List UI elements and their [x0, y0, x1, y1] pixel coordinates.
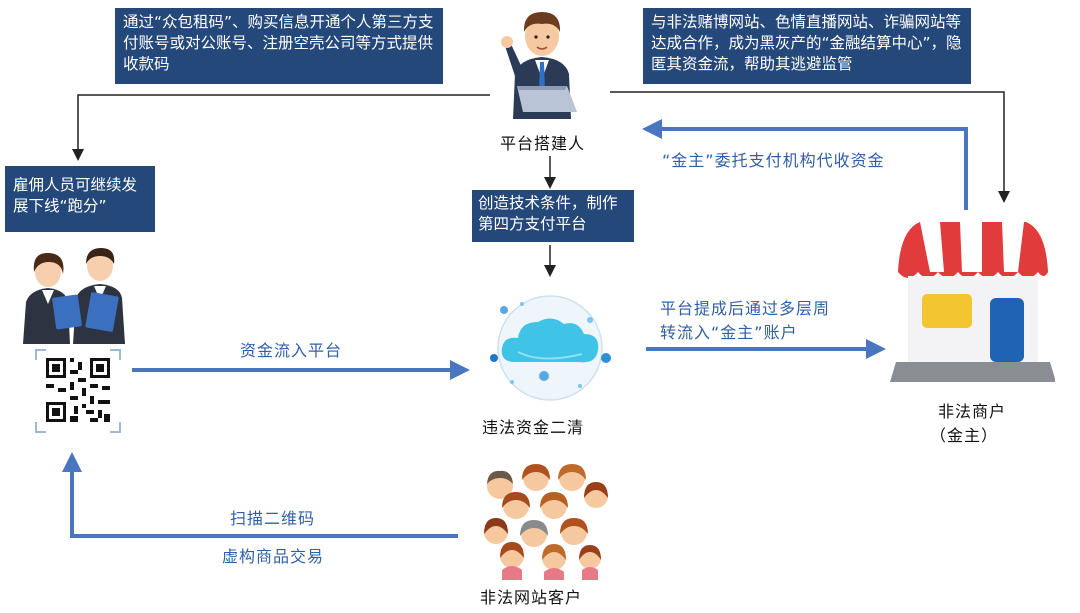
- arrow-builder-to-merchant: [610, 91, 1010, 203]
- platform-label: 违法资金二清: [482, 418, 585, 437]
- arrow-merchant-to-builder: [642, 119, 968, 210]
- center-info-box: 创造技术条件，制作第四方支付平台: [472, 190, 634, 242]
- transfer-label-line1: 平台提成后通过多层周: [660, 299, 831, 318]
- cloud-platform-icon: [490, 295, 611, 401]
- top-left-info-box: 通过“众包租码”、购买信息开通个人第三方支付账号或对公账号、注册空壳公司等方式提…: [115, 8, 443, 84]
- crowd-icon: [484, 464, 608, 580]
- fake-trade-label: 虚构商品交易: [222, 547, 325, 566]
- left-info-box: 雇佣人员可继续发展下线“跑分”: [5, 166, 155, 232]
- qr-code-icon: [35, 349, 121, 433]
- arrow-customers-to-qr: [62, 452, 458, 538]
- storefront-icon: [890, 222, 1055, 382]
- scan-label: 扫描二维码: [230, 509, 316, 528]
- businessman-icon: [501, 12, 577, 119]
- arrow-builder-to-employees: [72, 94, 490, 161]
- builder-label: 平台搭建人: [500, 134, 586, 153]
- employees-icon: [23, 248, 125, 344]
- entrust-label: “金主”委托支付机构代收资金: [662, 151, 885, 170]
- customers-label: 非法网站客户: [480, 588, 583, 607]
- transfer-label-line2: 转流入“金主”账户: [660, 323, 798, 342]
- top-right-info-box: 与非法赌博网站、色情直播网站、诈骗网站等达成合作，成为黑灰产的“金融结算中心”，…: [643, 8, 971, 84]
- inflow-label: 资金流入平台: [240, 341, 343, 360]
- merchant-sublabel: （金主）: [930, 426, 999, 445]
- merchant-label: 非法商户: [938, 402, 1007, 421]
